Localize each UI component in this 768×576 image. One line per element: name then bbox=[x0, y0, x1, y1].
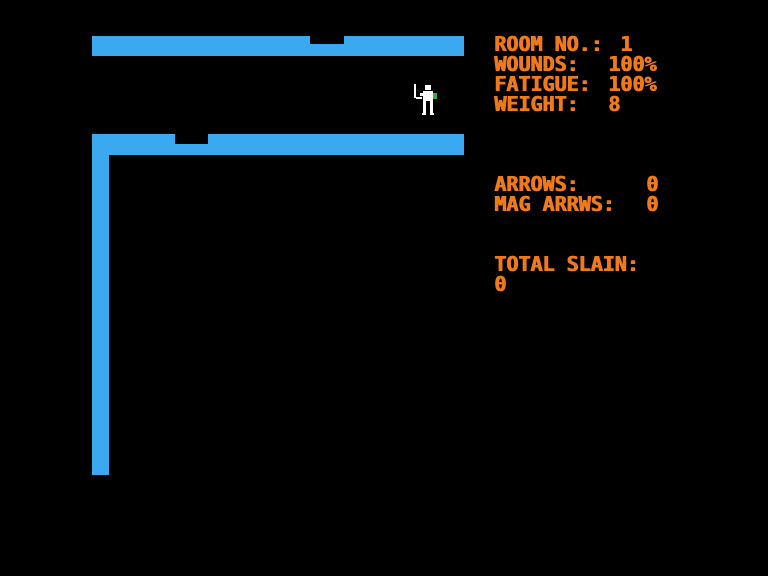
arrows-value: 0 bbox=[646, 172, 659, 196]
left-wall bbox=[92, 134, 109, 475]
lower-wall-doorway bbox=[175, 134, 208, 144]
upper-wall-doorway bbox=[310, 36, 344, 44]
room-number-label: ROOM NO.: bbox=[494, 32, 603, 56]
magic-arrows-value: 0 bbox=[646, 192, 659, 216]
wounds-label: WOUNDS: bbox=[494, 52, 579, 76]
upper-wall bbox=[92, 36, 464, 56]
weight-value: 8 bbox=[608, 92, 621, 116]
wounds-value: 100% bbox=[608, 52, 657, 76]
lower-wall bbox=[92, 134, 464, 155]
arrows-label: ARROWS: bbox=[494, 172, 579, 196]
fatigue-label: FATIGUE: bbox=[494, 72, 591, 96]
weight-label: WEIGHT: bbox=[494, 92, 579, 116]
total-slain-label: TOTAL SLAIN: bbox=[494, 252, 639, 276]
fatigue-value: 100% bbox=[608, 72, 657, 96]
player-character-icon bbox=[414, 84, 437, 115]
total-slain-value: 0 bbox=[494, 272, 507, 296]
room-number-value: 1 bbox=[620, 32, 633, 56]
magic-arrows-label: MAG ARRWS: bbox=[494, 192, 615, 216]
